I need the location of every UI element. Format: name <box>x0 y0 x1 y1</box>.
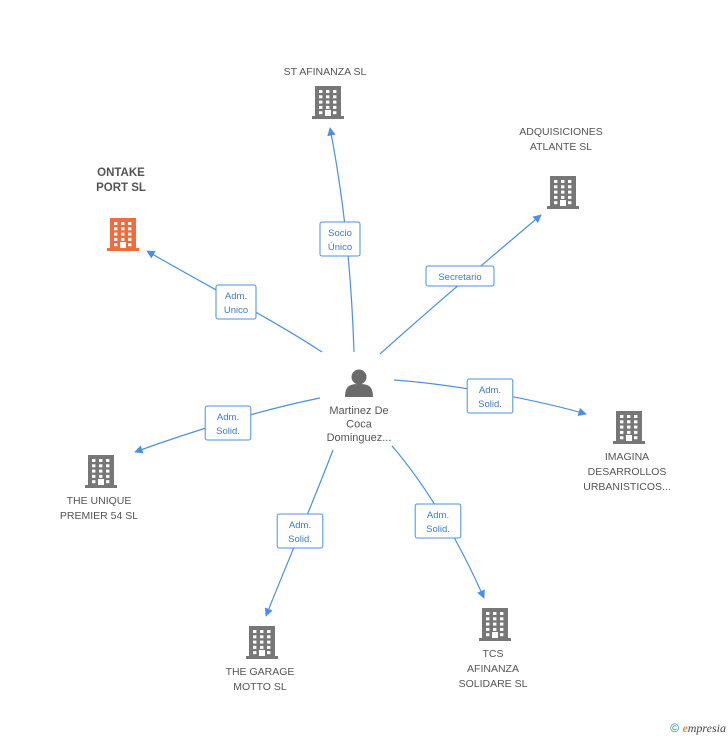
copyright-symbol: © <box>670 721 680 735</box>
company-name-line: ADQUISICIONES <box>519 126 602 138</box>
company-node-the-garage-motto[interactable]: THE GARAGE MOTTO SL <box>226 626 295 693</box>
edge-label-line: Único <box>328 242 352 253</box>
person-name-line: Martinez De <box>329 405 388 417</box>
company-name-line: MOTTO SL <box>233 681 287 693</box>
company-name-line: TCS <box>483 648 504 660</box>
building-icon <box>479 608 511 641</box>
person-name-line: Dominguez... <box>327 432 392 444</box>
company-name-line: ATLANTE SL <box>530 141 592 153</box>
company-name-line: AFINANZA <box>467 663 519 675</box>
edge-label-line: Solid. <box>216 426 240 437</box>
company-node-st-afinanza[interactable]: ST AFINANZA SL <box>284 66 367 119</box>
brand-logo[interactable]: empresia <box>682 721 726 735</box>
edge-label-line: Socio <box>328 228 352 239</box>
edge-label-ontake-port[interactable]: Adm. Unico <box>215 284 257 320</box>
center-person-node[interactable]: Martinez De CocaDominguez... <box>327 369 392 445</box>
company-name-line: ONTAKE <box>97 167 145 179</box>
edge-label-line: Adm. <box>427 510 449 521</box>
edge-label-line: Solid. <box>478 399 502 410</box>
building-icon <box>107 218 139 251</box>
brand-initial: e <box>682 721 688 735</box>
edge-label-imagina-desarrollos[interactable]: Adm. Solid. <box>466 378 514 414</box>
edge-label-tcs-afinanza[interactable]: Adm. Solid. <box>414 503 462 539</box>
nodes: ST AFINANZA SL ADQUISICIONES ATLANTE SL ONT… <box>60 66 671 693</box>
edge-labels: SocioÚnicoSecretarioAdm.UnicoAdm.Solid.A… <box>204 221 514 549</box>
company-name-line: URBANISTICOS... <box>583 481 671 493</box>
company-node-adquisiciones-atlante[interactable]: ADQUISICIONES ATLANTE SL <box>519 126 603 209</box>
company-name-line: THE GARAGE <box>226 666 295 678</box>
edge-label-line: Adm. <box>289 520 311 531</box>
company-node-imagina-desarrollos[interactable]: IMAGINA DESARROLLOS URBANISTICOS... <box>583 411 671 493</box>
company-name-line: THE UNIQUE <box>67 495 132 507</box>
company-name-line: IMAGINA <box>605 451 649 463</box>
edge-label-the-unique-premier[interactable]: Adm. Solid. <box>204 405 252 441</box>
company-name-line: SOLIDARE SL <box>459 678 528 690</box>
edge-label-the-garage-motto[interactable]: Adm. Solid. <box>276 513 324 549</box>
company-node-ontake-port[interactable]: ONTAKE PORT SL <box>96 167 146 251</box>
edge-label-line: Solid. <box>426 524 450 535</box>
edge-label-adquisiciones-atlante[interactable]: Secretario <box>425 265 495 287</box>
person-name-line: Coca <box>346 419 373 431</box>
company-name-line: PORT SL <box>96 182 146 194</box>
company-name-line: ST AFINANZA SL <box>284 66 367 78</box>
company-name-line: DESARROLLOS <box>588 466 667 478</box>
building-icon <box>312 86 344 119</box>
company-node-the-unique-premier[interactable]: THE UNIQUE PREMIER 54 SL <box>60 455 138 522</box>
company-name-line: PREMIER 54 SL <box>60 510 138 522</box>
edge-label-line: Unico <box>224 305 248 316</box>
edge-label-line: Adm. <box>217 412 239 423</box>
edge-label-line: Solid. <box>288 534 312 545</box>
edge-label-line: Secretario <box>438 272 481 283</box>
brand-name: mpresia <box>687 721 726 735</box>
building-icon <box>547 176 579 209</box>
person-icon <box>345 369 373 397</box>
building-icon <box>246 626 278 659</box>
company-node-tcs-afinanza[interactable]: TCS AFINANZA SOLIDARE SL <box>459 608 528 690</box>
edge-label-line: Adm. <box>479 385 501 396</box>
edge-adquisiciones-atlante <box>379 214 542 355</box>
building-icon <box>613 411 645 444</box>
edge-label-line: Adm. <box>225 291 247 302</box>
building-icon <box>85 455 117 488</box>
footer-brand: © empresia <box>670 721 726 736</box>
